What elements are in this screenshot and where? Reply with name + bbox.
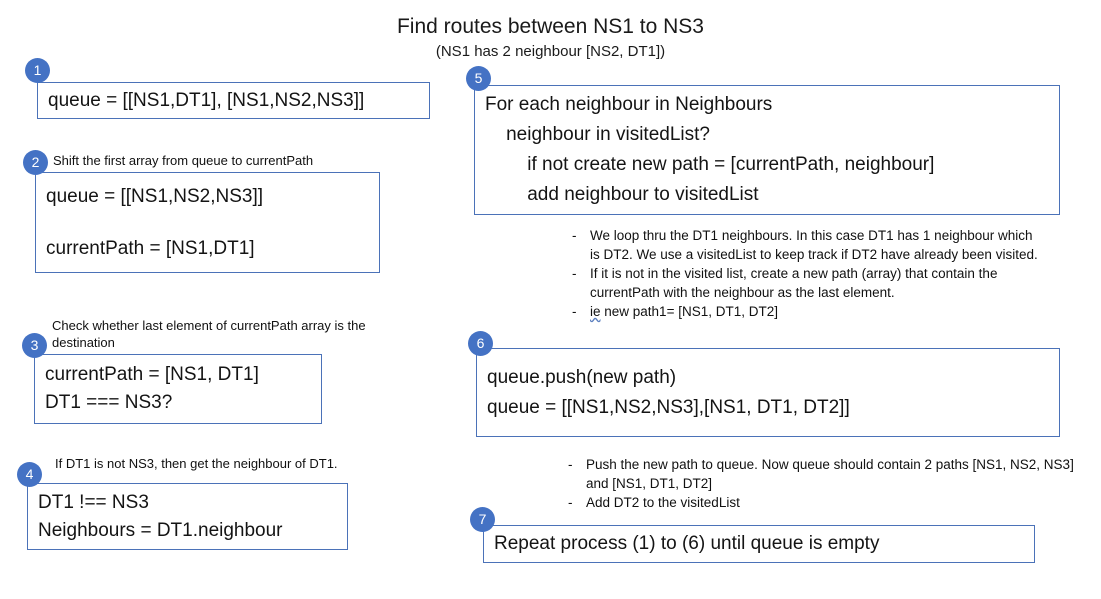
note-item: - We loop thru the DT1 neighbours. In th… <box>572 226 1042 264</box>
step-badge-5: 5 <box>466 66 491 91</box>
step-3-line-1: currentPath = [NS1, DT1] <box>45 364 259 385</box>
step-5-line-2: neighbour in visitedList? <box>485 124 710 145</box>
page-subtitle: (NS1 has 2 neighbour [NS2, DT1]) <box>435 43 666 60</box>
step-box-2: queue = [[NS1,NS2,NS3]] currentPath = [N… <box>35 172 380 273</box>
note-text: If it is not in the visited list, create… <box>590 266 998 300</box>
step-box-1: queue = [[NS1,DT1], [NS1,NS2,NS3]] <box>37 82 430 119</box>
step-1-line-1: queue = [[NS1,DT1], [NS1,NS2,NS3]] <box>48 89 365 111</box>
note-text-rest: new path1= [NS1, DT1, DT2] <box>600 304 778 319</box>
notes-after-step-6: - Push the new path to queue. Now queue … <box>568 455 1086 512</box>
step-badge-1: 1 <box>25 58 50 83</box>
step-box-3: currentPath = [NS1, DT1] DT1 === NS3? <box>34 354 322 424</box>
step-box-7: Repeat process (1) to (6) until queue is… <box>483 525 1035 563</box>
step-badge-6: 6 <box>468 331 493 356</box>
step-badge-4: 4 <box>17 462 42 487</box>
step-4-line-1: DT1 !== NS3 <box>38 491 149 513</box>
note-text: Add DT2 to the visitedList <box>586 495 740 510</box>
step-badge-7: 7 <box>470 507 495 532</box>
note-text: ie new path1= [NS1, DT1, DT2] <box>590 302 1042 321</box>
step-box-4: DT1 !== NS3 Neighbours = DT1.neighbour <box>27 483 348 550</box>
note-item: - Push the new path to queue. Now queue … <box>568 455 1086 493</box>
step-7-line-1: Repeat process (1) to (6) until queue is… <box>494 533 880 554</box>
note-dash-icon: - <box>572 266 577 281</box>
step-2-line-1: queue = [[NS1,NS2,NS3]] <box>46 185 264 207</box>
note-dash-icon: - <box>572 228 577 243</box>
note-item: - ie new path1= [NS1, DT1, DT2] <box>572 302 1042 321</box>
step-5-line-3: if not create new path = [currentPath, n… <box>485 154 935 175</box>
step-3-line-2: DT1 === NS3? <box>45 392 173 413</box>
step-4-caption: If DT1 is not NS3, then get the neighbou… <box>55 456 338 471</box>
note-item: - If it is not in the visited list, crea… <box>572 264 1042 302</box>
note-dash-icon: - <box>572 304 577 319</box>
note-dash-icon: - <box>568 495 573 510</box>
step-5-line-1: For each neighbour in Neighbours <box>485 94 773 115</box>
note-item: - Add DT2 to the visitedList <box>568 493 1086 512</box>
step-2-line-3: currentPath = [NS1,DT1] <box>46 237 255 259</box>
note-text: We loop thru the DT1 neighbours. In this… <box>590 228 1038 262</box>
step-box-6: queue.push(new path) queue = [[NS1,NS2,N… <box>476 348 1060 437</box>
page-title: Find routes between NS1 to NS3 <box>396 15 704 38</box>
step-box-5: For each neighbour in Neighbours neighbo… <box>474 85 1060 215</box>
step-2-line-2 <box>36 212 379 234</box>
step-4-line-2: Neighbours = DT1.neighbour <box>38 519 283 541</box>
step-2-caption: Shift the first array from queue to curr… <box>53 153 314 168</box>
step-badge-3: 3 <box>22 333 47 358</box>
step-5-line-4: add neighbour to visitedList <box>485 184 759 205</box>
step-6-line-2: queue = [[NS1,NS2,NS3],[NS1, DT1, DT2]] <box>487 396 850 418</box>
step-6-line-1: queue.push(new path) <box>487 366 677 388</box>
step-3-caption: Check whether last element of currentPat… <box>52 318 366 350</box>
spellcheck-word: ie <box>590 304 601 319</box>
step-badge-2: 2 <box>23 150 48 175</box>
note-text: Push the new path to queue. Now queue sh… <box>586 457 1074 491</box>
notes-after-step-5: - We loop thru the DT1 neighbours. In th… <box>572 226 1042 321</box>
note-dash-icon: - <box>568 457 573 472</box>
